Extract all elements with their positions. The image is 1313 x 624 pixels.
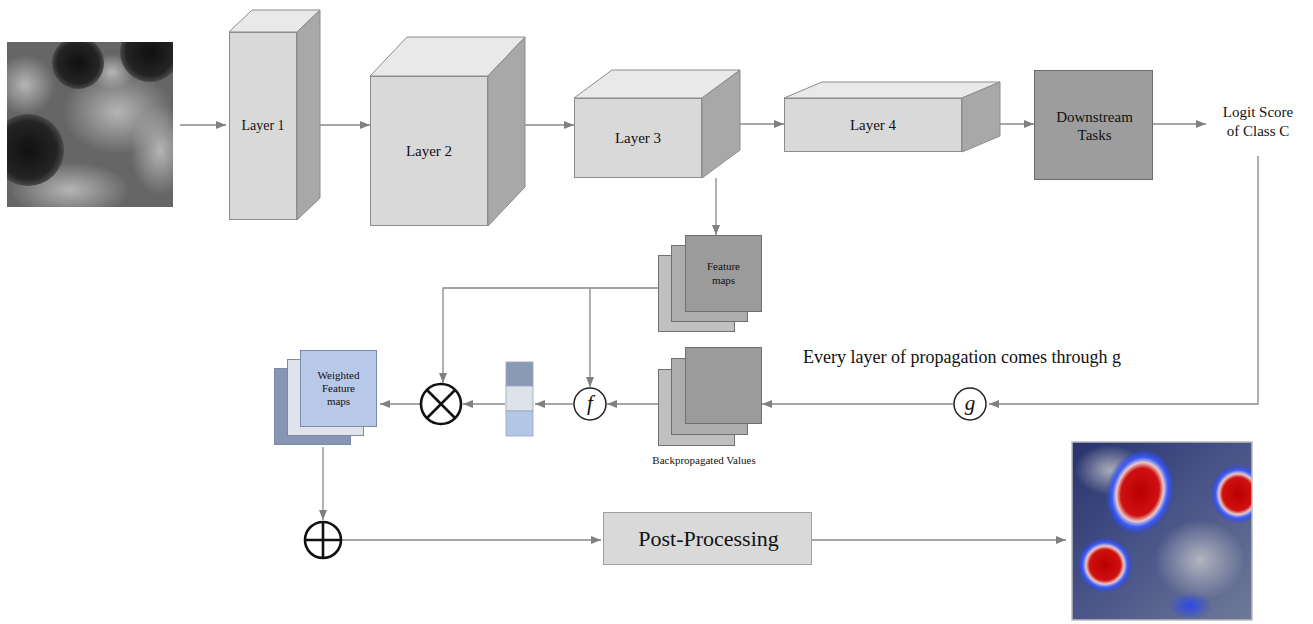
- dark-cell: [7, 114, 64, 186]
- text-area: Post-Processing: [604, 513, 813, 566]
- block-front: [230, 33, 297, 220]
- flow-arrow: [1000, 123, 1034, 124]
- node-text: Feature maps: [698, 260, 750, 286]
- flow-arrow: [607, 403, 658, 404]
- image-texture: [1155, 520, 1245, 600]
- heatmap-frame: [1072, 442, 1252, 620]
- shape-outline: [370, 37, 525, 226]
- node-text: g: [965, 391, 976, 416]
- heat-spot: [1077, 537, 1133, 593]
- flow-arrow: [812, 539, 1066, 540]
- block-front: [575, 99, 702, 178]
- vector-cell: [506, 362, 533, 386]
- layer-block: Layer 2: [370, 37, 525, 226]
- heatmap-image: [1072, 442, 1252, 620]
- block-side: [702, 70, 740, 178]
- flow-arrow: [380, 403, 420, 404]
- flow-arrow: [535, 403, 573, 404]
- symbol-ring: [421, 384, 461, 424]
- layer-block: Layer 3: [574, 70, 740, 178]
- vector-cell: [506, 411, 533, 436]
- block-side: [297, 10, 320, 220]
- layer-block: Layer 4: [784, 82, 1000, 152]
- heat-spot: [1168, 592, 1212, 620]
- text-area: Layer 3: [574, 98, 702, 178]
- dark-cell: [52, 42, 104, 89]
- vector-cell: [506, 386, 533, 411]
- task-box: Downstream Tasks: [1034, 70, 1153, 180]
- dark-cell: [120, 42, 173, 82]
- flow-arrow: [740, 123, 784, 124]
- text-area: g: [953, 387, 987, 421]
- shape-outline: [229, 10, 320, 220]
- node-text: f: [587, 391, 593, 416]
- map-sheet: [686, 348, 762, 424]
- image-texture: [130, 105, 173, 195]
- node-text: Layer 2: [406, 142, 452, 160]
- text-area: Weighted Feature maps: [300, 350, 377, 427]
- text-area: Feature maps: [685, 235, 762, 312]
- text-area: Backpropagated Values: [649, 452, 759, 470]
- map-sheet: [301, 351, 377, 427]
- symbol-ring: [305, 522, 341, 558]
- flow-arrows: [180, 124, 1258, 540]
- flow-arrow: [590, 288, 658, 387]
- flow-arrow: [715, 178, 716, 235]
- flow-arrow: [320, 124, 370, 125]
- shape-outline: [658, 347, 762, 446]
- sum-symbol: [305, 522, 341, 558]
- symbol-plus: [305, 522, 341, 558]
- block-front: [785, 99, 962, 152]
- text-area: Layer 4: [784, 98, 962, 152]
- feature-stack: Backpropagated Values: [658, 347, 762, 446]
- flow-arrow: [180, 124, 226, 125]
- block-front: [371, 77, 488, 226]
- node-text: Downstream Tasks: [1045, 108, 1144, 144]
- text-area: f: [573, 387, 607, 421]
- node-text: Post-Processing: [638, 526, 779, 552]
- feature-stack: Weighted Feature maps: [274, 350, 377, 445]
- node-text: Backpropagated Values: [652, 454, 755, 467]
- heat-spot: [1096, 442, 1184, 543]
- operator-circle: g: [953, 387, 987, 421]
- flow-arrow: [762, 403, 953, 404]
- flow-arrow: [525, 124, 574, 125]
- multiply-symbol: [421, 384, 461, 424]
- flow-arrow: [322, 447, 323, 520]
- weight-vector: [506, 362, 533, 436]
- input-image: [7, 42, 173, 207]
- output-label: Logit Score of Class C: [1218, 103, 1298, 141]
- operator-circle: f: [573, 387, 607, 421]
- node-text: Weighted Feature maps: [313, 369, 365, 409]
- shape-outline: [274, 350, 377, 445]
- shape-outline: [574, 70, 740, 178]
- process-box: Post-Processing: [603, 512, 812, 565]
- map-sheet: [686, 236, 762, 312]
- heat-spot: [1210, 464, 1252, 524]
- flow-arrow: [463, 403, 505, 404]
- flow-arrow: [342, 539, 601, 540]
- circle-outline: [954, 388, 986, 420]
- text-area: Layer 1: [229, 32, 297, 220]
- image-texture: [7, 55, 55, 115]
- circle-outline: [574, 388, 606, 420]
- text-area: Layer 2: [370, 76, 488, 226]
- flow-arrow: [1151, 123, 1206, 124]
- text-area: Downstream Tasks: [1035, 71, 1154, 181]
- shape-outline: [658, 235, 762, 332]
- node-text: Layer 1: [241, 118, 284, 135]
- block-side: [488, 37, 525, 226]
- symbol-cross: [427, 390, 455, 418]
- node-text: Layer 3: [615, 129, 661, 147]
- feature-stack: Feature maps: [658, 235, 762, 332]
- note-text: Every layer of propagation comes through…: [803, 346, 1193, 369]
- block-side: [962, 82, 1000, 152]
- node-text: Layer 4: [850, 116, 896, 134]
- layer-block: Layer 1: [229, 10, 320, 220]
